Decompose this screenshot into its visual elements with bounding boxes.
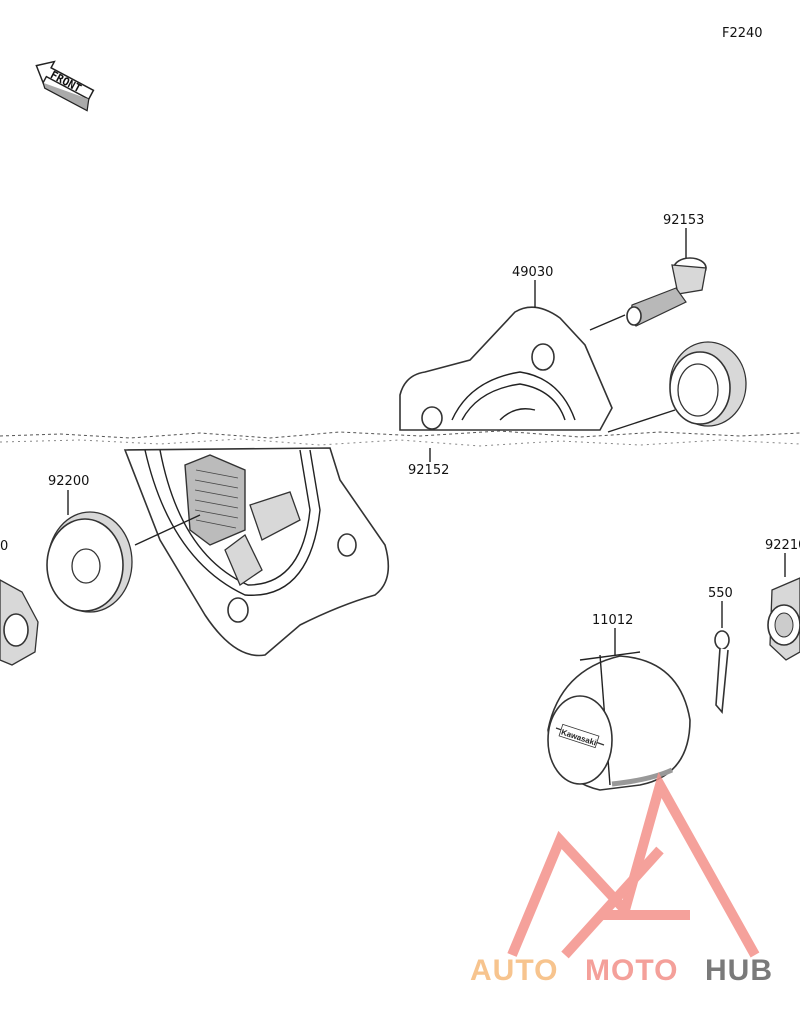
watermark-auto: AUTO bbox=[470, 954, 558, 987]
nut-left[interactable] bbox=[0, 579, 39, 666]
seal-ring-92152[interactable] bbox=[669, 341, 747, 427]
hub-cap-11012[interactable]: Kawasaki bbox=[547, 651, 691, 791]
label-92200: 92200 bbox=[48, 474, 89, 489]
cotter-pin-550[interactable] bbox=[714, 630, 730, 714]
label-92153: 92153 bbox=[663, 213, 704, 228]
diagram-code: F2240 bbox=[722, 26, 763, 41]
washer-92200[interactable] bbox=[46, 511, 133, 613]
watermark-logo-icon bbox=[507, 771, 760, 959]
label-92210-left: 0 bbox=[0, 539, 8, 554]
label-92152: 92152 bbox=[408, 463, 449, 478]
label-49030: 49030 bbox=[512, 265, 553, 280]
label-11012: 11012 bbox=[592, 613, 633, 628]
watermark-text: AUTO MOTO HUB bbox=[470, 954, 773, 987]
label-550: 550 bbox=[708, 586, 733, 601]
tear-line bbox=[0, 430, 800, 439]
nut-92210[interactable] bbox=[767, 577, 800, 661]
label-92210: 92210 bbox=[765, 538, 800, 553]
watermark-hub: HUB bbox=[705, 954, 773, 987]
hub-49030-lower[interactable] bbox=[123, 447, 390, 657]
watermark-moto: MOTO bbox=[585, 954, 678, 987]
hub-49030-upper[interactable] bbox=[399, 306, 613, 431]
front-arrow-icon: FRONT bbox=[35, 60, 95, 112]
stud-bolt-92153[interactable] bbox=[626, 257, 707, 327]
